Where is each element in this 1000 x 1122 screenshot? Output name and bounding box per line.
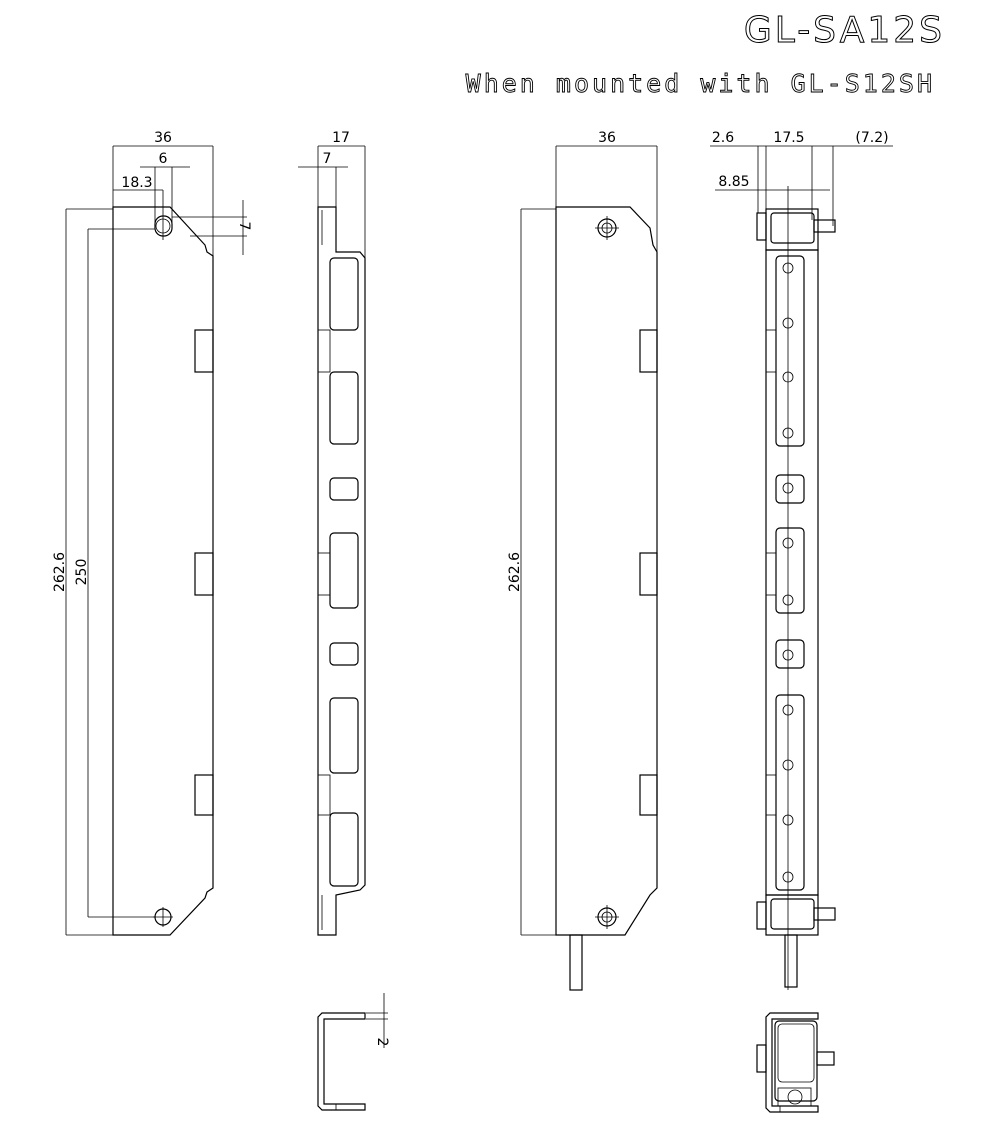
mounted-front-view: 36 262.6	[507, 130, 658, 991]
dim-front-hole-v: 7	[236, 222, 252, 231]
dim-mounted-d1: 2.6	[712, 130, 734, 146]
dim-mounted-d3: (7.2)	[855, 130, 888, 146]
dim-mounted-total-height: 262.6	[507, 552, 523, 592]
mounted-bottom-view	[756, 1012, 835, 1113]
title: GL-SA12S	[744, 10, 945, 51]
dim-front-hole-dia: 6	[159, 151, 168, 167]
dim-front-hole-offset: 18.3	[121, 175, 152, 191]
dim-side-flange: 7	[323, 151, 332, 167]
dim-side-width: 17	[332, 130, 350, 146]
dim-front-width: 36	[154, 130, 172, 146]
section-view: 2	[317, 993, 390, 1111]
dim-mounted-d4: 8.85	[718, 174, 749, 190]
front-view: 36 6 18.3 262.6 250 7	[52, 130, 252, 936]
dim-front-hole-pitch: 250	[74, 559, 90, 586]
dim-front-total-height: 262.6	[52, 552, 68, 592]
subtitle: When mounted with GL-S12SH	[466, 69, 935, 98]
mounted-side-view: 2.6 17.5 (7.2) 8.85	[710, 130, 893, 990]
side-view: 17 7	[298, 130, 366, 936]
dim-mounted-width: 36	[598, 130, 616, 146]
dim-section-thickness: 2	[374, 1038, 390, 1047]
dim-mounted-d2: 17.5	[773, 130, 804, 146]
